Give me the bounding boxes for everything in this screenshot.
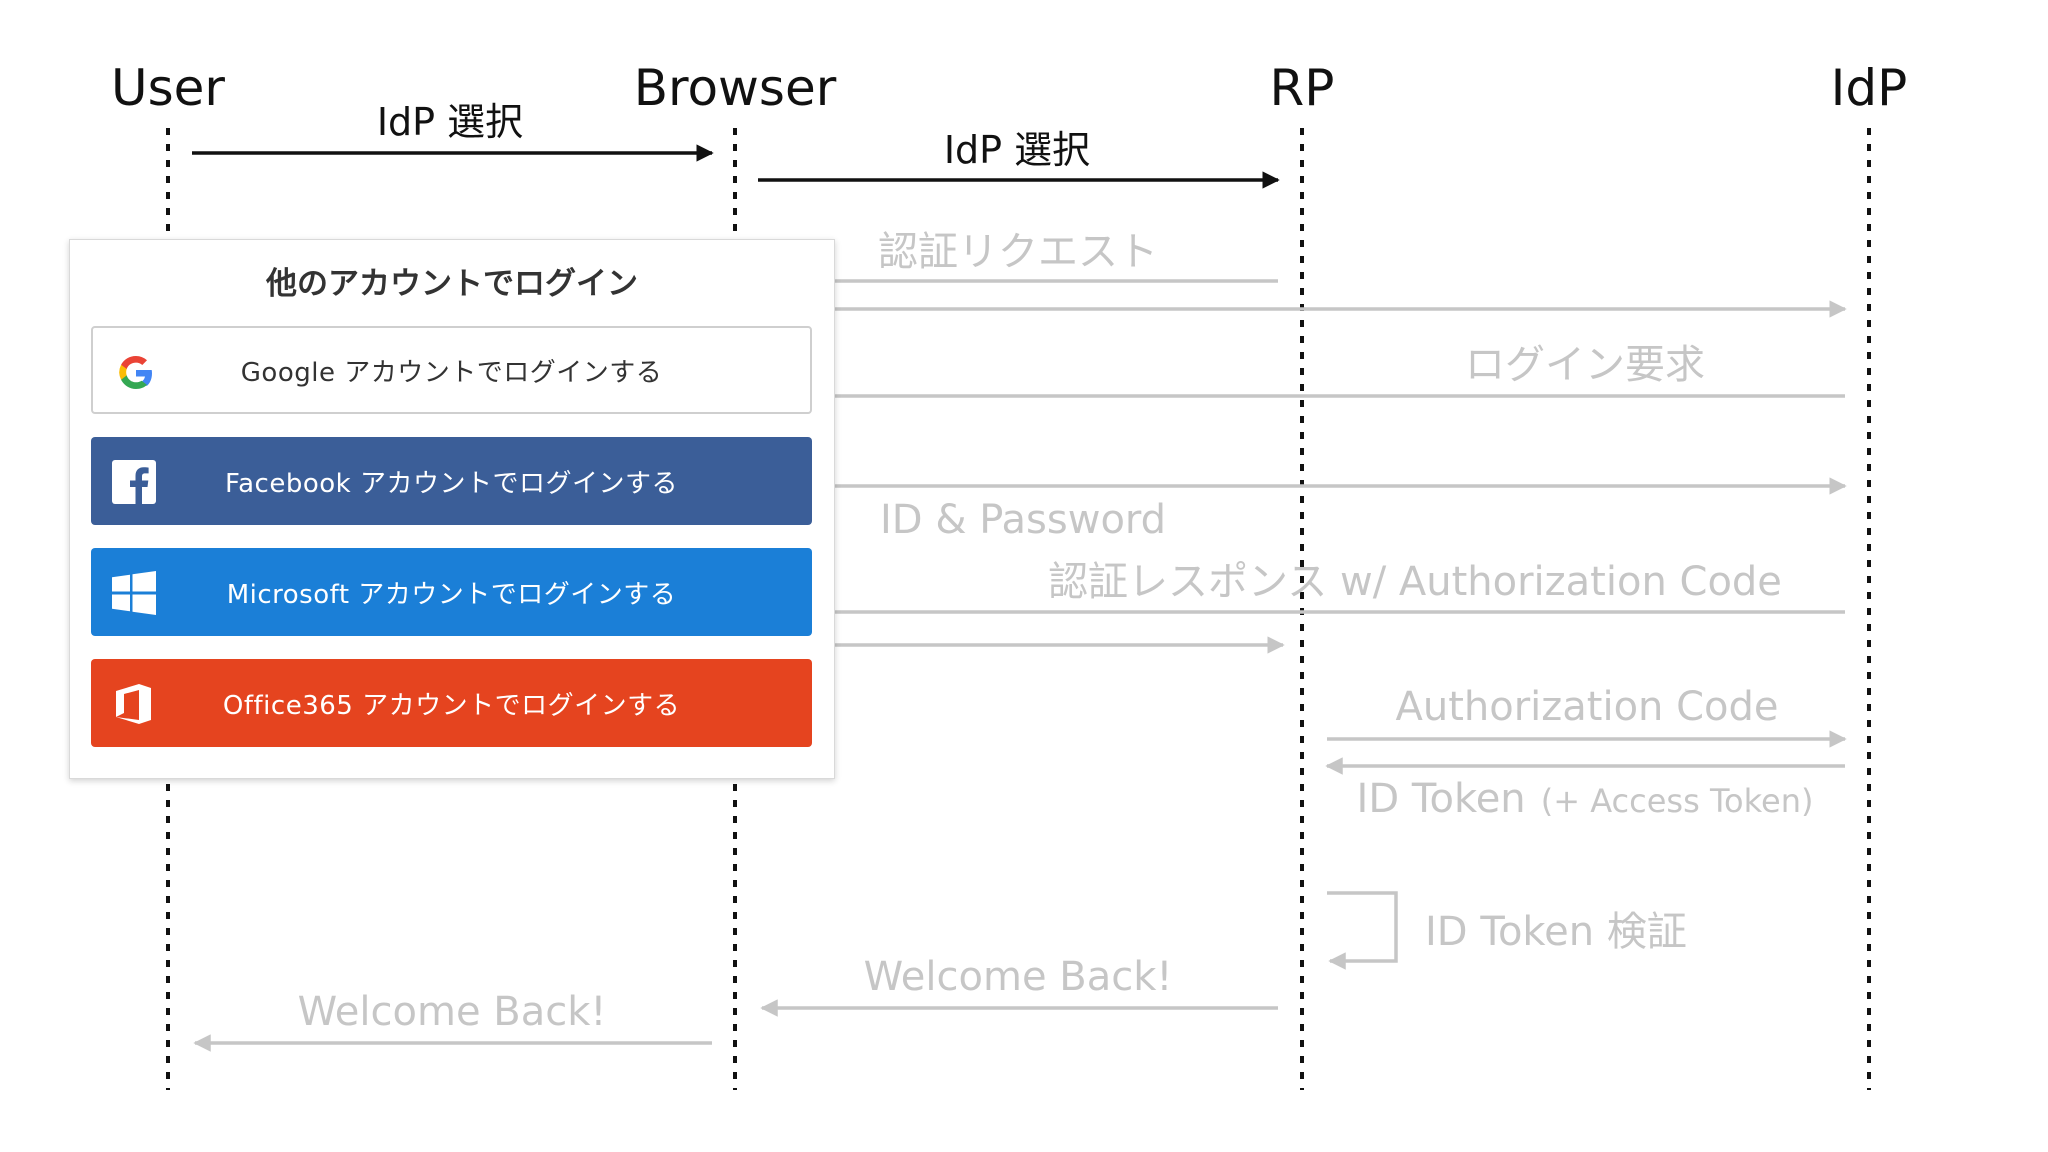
msg-browser-select-idp-label: IdP 選択 [944,128,1090,172]
msg-id-password-label: ID & Password [880,497,1166,543]
google-login-label: Google アカウントでログインする [240,357,663,388]
actor-idp: IdP [1831,59,1908,117]
msg-welcome-browser-label: Welcome Back! [298,989,607,1035]
msg-auth-response-label: 認証レスポンス w/ Authorization Code [1048,559,1782,605]
office-icon [111,681,157,727]
microsoft-login-label: Microsoft アカウントでログインする [226,579,677,610]
facebook-icon [111,459,157,505]
msg-login-request-label: ログイン要求 [1465,342,1705,388]
actor-rp: RP [1270,59,1335,117]
facebook-login-button[interactable]: Facebook アカウントでログインする [91,437,812,525]
msg-id-token-label-group: ID Token (+ Access Token) [1357,776,1814,822]
actor-user: User [111,59,225,117]
msg-welcome-rp-label: Welcome Back! [864,954,1173,1000]
office365-login-button[interactable]: Office365 アカウントでログインする [91,659,812,747]
msg-id-token-suffix: (+ Access Token) [1541,782,1814,820]
login-dialog-title: 他のアカウントでログイン [266,266,638,302]
windows-icon [111,570,157,616]
msg-id-token-verify-self-arrow [1327,891,1398,970]
login-dialog: 他のアカウントでログイン Google アカウントでログインする Faceboo… [69,239,835,779]
google-icon [113,350,159,396]
office365-login-label: Office365 アカウントでログインする [222,690,681,721]
msg-id-token-label: ID Token [1357,776,1526,822]
msg-user-select-idp-label: IdP 選択 [377,100,523,144]
google-login-button[interactable]: Google アカウントでログインする [91,326,812,414]
actor-browser: Browser [634,59,837,117]
microsoft-login-button[interactable]: Microsoft アカウントでログインする [91,548,812,636]
facebook-login-label: Facebook アカウントでログインする [225,468,678,499]
msg-auth-request-label: 認証リクエスト [878,229,1158,275]
msg-id-token-verify-label: ID Token 検証 [1425,909,1687,955]
msg-authorization-code-label: Authorization Code [1395,684,1778,730]
